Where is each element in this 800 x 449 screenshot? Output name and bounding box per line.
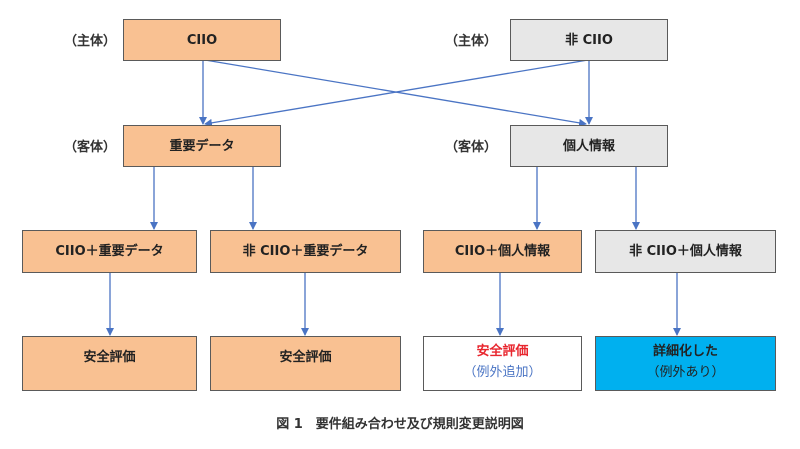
- detailed-rules-box: 詳細化した （例外あり）: [595, 336, 776, 391]
- ciio-important-data-text: CIIO＋重要データ: [55, 244, 164, 259]
- personal-info-box: 個人情報: [510, 125, 668, 167]
- non-ciio-important-data-box: 非 CIIO＋重要データ: [210, 230, 401, 273]
- non-ciio-box: 非 CIIO: [510, 19, 668, 61]
- object-label-right: （客体）: [445, 140, 498, 155]
- ciio-box: CIIO: [123, 19, 281, 61]
- security-assessment-box-2: 安全評価: [210, 336, 401, 391]
- important-data-box-text: 重要データ: [169, 139, 235, 154]
- arrow-nonciio-to-important-data: [204, 59, 589, 127]
- important-data-box: 重要データ: [123, 125, 281, 167]
- ciio-box-text: CIIO: [186, 33, 218, 48]
- non-ciio-personal-info-text: 非 CIIO＋個人情報: [629, 244, 742, 259]
- subject-label-left: （主体）: [64, 34, 117, 49]
- security-assessment-text-1: 安全評価: [83, 350, 136, 365]
- non-ciio-important-data-text: 非 CIIO＋重要データ: [242, 244, 369, 259]
- personal-info-box-text: 個人情報: [562, 139, 615, 154]
- figure-caption: 図 1 要件組み合わせ及び規則変更説明図: [276, 417, 524, 432]
- security-assessment-text-3: 安全評価: [476, 344, 529, 359]
- detailed-rules-text: 詳細化した: [652, 344, 718, 359]
- ciio-important-data-box: CIIO＋重要データ: [22, 230, 197, 273]
- security-assessment-box-1: 安全評価: [22, 336, 197, 391]
- exception-added-text: （例外追加）: [463, 365, 542, 380]
- non-ciio-personal-info-box: 非 CIIO＋個人情報: [595, 230, 776, 273]
- ciio-personal-info-text: CIIO＋個人情報: [454, 244, 551, 259]
- subject-label-right: （主体）: [445, 34, 498, 49]
- object-label-left: （客体）: [64, 140, 117, 155]
- ciio-personal-info-box: CIIO＋個人情報: [423, 230, 582, 273]
- non-ciio-box-text: 非 CIIO: [565, 33, 613, 48]
- with-exception-text: （例外あり）: [646, 365, 725, 380]
- security-assessment-text-2: 安全評価: [279, 350, 332, 365]
- security-assessment-exception-box: 安全評価 （例外追加）: [423, 336, 582, 391]
